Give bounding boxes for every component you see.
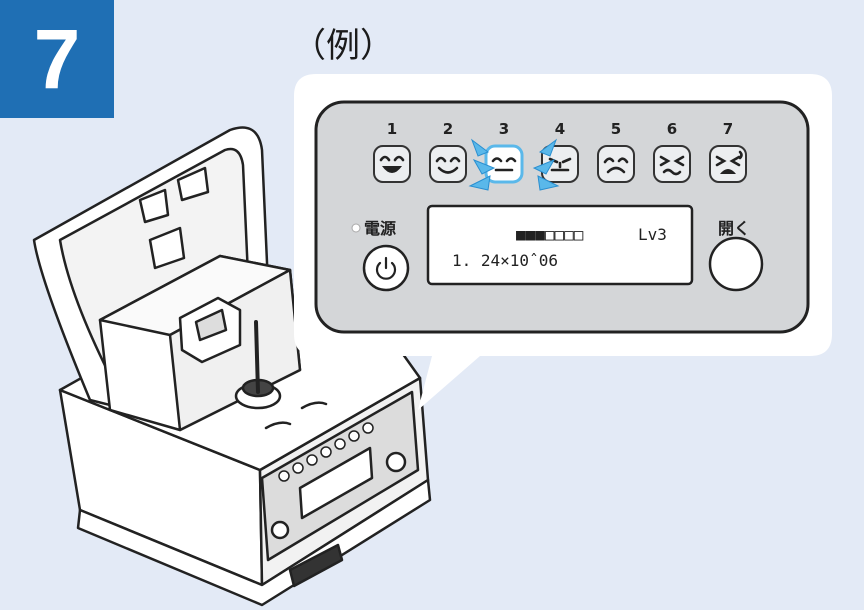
- power-icon: [375, 256, 397, 280]
- level-number-5: 5: [611, 120, 621, 138]
- open-button[interactable]: [708, 236, 764, 292]
- open-label: 開く: [718, 219, 750, 238]
- level-1-big-smile-face-icon: [373, 145, 411, 183]
- level-number-6: 6: [667, 120, 677, 138]
- level-4-uneasy-face-icon: [541, 145, 579, 183]
- lcd-count: 1. 24×10ˆ06: [452, 251, 558, 270]
- level-3-neutral-face-icon: [484, 144, 524, 184]
- power-indicator-dot: [351, 223, 361, 233]
- level-number-7: 7: [723, 120, 733, 138]
- lcd-level: Lv3: [638, 225, 667, 244]
- control-panel: 1 2 3 4 5 6 7 ■■■□□□□ Lv3 1. 24×10ˆ06 電源: [314, 100, 810, 334]
- level-7-crying-face-icon: [709, 145, 747, 183]
- lcd-bars: ■■■□□□□: [516, 225, 584, 244]
- power-label: 電源: [364, 219, 396, 238]
- power-button[interactable]: [362, 244, 410, 292]
- level-6-squinting-face-icon: [653, 145, 691, 183]
- highlight-sparks-icon: [468, 138, 560, 191]
- level-number-2: 2: [443, 120, 453, 138]
- level-2-smile-face-icon: [429, 145, 467, 183]
- example-label: （例）: [292, 26, 394, 66]
- level-5-worried-face-icon: [597, 145, 635, 183]
- level-number-4: 4: [555, 120, 565, 138]
- step-number-badge: 7: [0, 0, 114, 118]
- lcd-display: [426, 204, 694, 286]
- level-number-3: 3: [499, 120, 509, 138]
- level-number-1: 1: [387, 120, 397, 138]
